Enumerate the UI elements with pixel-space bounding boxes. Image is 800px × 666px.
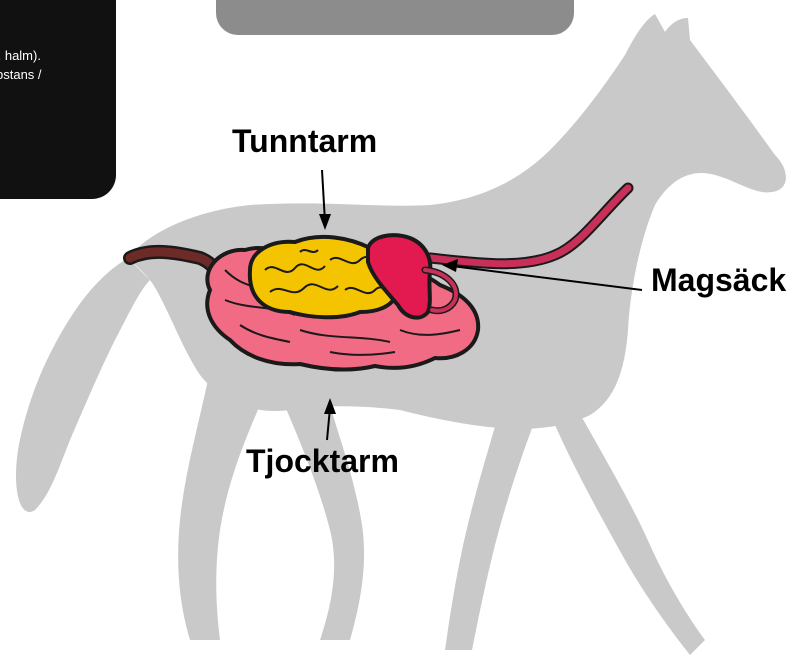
label-tunntarm: Tunntarm (232, 123, 377, 160)
label-tjocktarm: Tjocktarm (246, 443, 399, 480)
label-magsack: Magsäck (651, 262, 786, 299)
